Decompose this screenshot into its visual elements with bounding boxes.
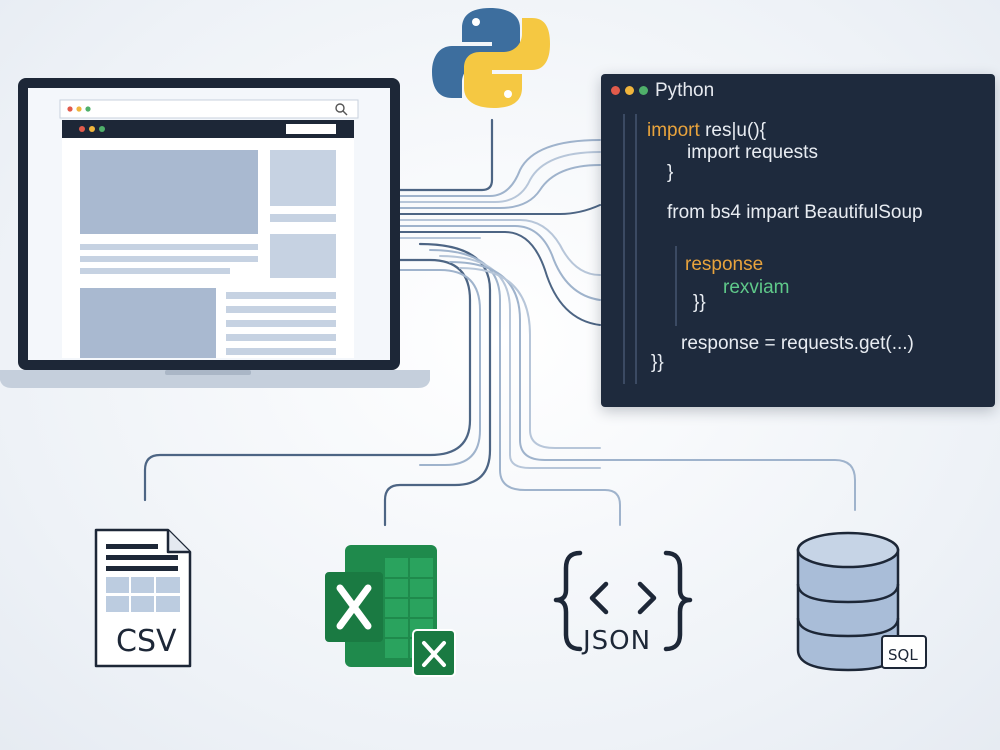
code-line: }} xyxy=(693,292,706,314)
code-token: }} xyxy=(693,292,706,313)
python-logo-icon xyxy=(432,8,550,108)
code-token: | xyxy=(731,120,737,141)
connector-lines xyxy=(143,118,856,527)
database-icon xyxy=(796,531,927,672)
code-token: import requests xyxy=(687,142,818,163)
json-label: JSON xyxy=(583,626,652,656)
code-window-titlebar: Python xyxy=(601,74,995,108)
json-braces-icon xyxy=(553,550,693,652)
code-token: } xyxy=(667,162,674,183)
code-line: }} xyxy=(651,352,664,374)
code-line: } xyxy=(667,162,673,184)
maximize-dot-icon[interactable] xyxy=(639,86,648,95)
code-line: response xyxy=(685,254,763,276)
code-token: response xyxy=(685,254,764,275)
csv-label: CSV xyxy=(116,624,177,659)
code-line: response = requests.get(...) xyxy=(681,333,914,355)
code-token: }} xyxy=(651,352,664,373)
code-token: from bs4 impart BeautifulSoup xyxy=(667,202,923,223)
code-token: res xyxy=(705,120,732,141)
code-line: import res|u(){ xyxy=(647,120,766,142)
code-token: rexviam xyxy=(723,277,790,298)
laptop-icon xyxy=(0,78,430,388)
code-line: import requests xyxy=(687,142,818,164)
code-indent-guide xyxy=(675,246,677,326)
sql-label: SQL xyxy=(888,646,918,664)
code-token: response = requests.get(...) xyxy=(681,333,914,354)
close-dot-icon[interactable] xyxy=(611,86,620,95)
code-window-title: Python xyxy=(655,80,715,101)
code-gutter-line xyxy=(635,114,637,384)
code-line: rexviam xyxy=(723,277,790,299)
csv-file-icon xyxy=(94,528,192,668)
code-token: u(){ xyxy=(736,120,766,141)
code-line: from bs4 impart BeautifulSoup xyxy=(667,202,923,224)
code-gutter-line xyxy=(623,114,625,384)
minimize-dot-icon[interactable] xyxy=(625,86,634,95)
python-code-window: Python import res|u(){ import requests }… xyxy=(601,74,995,407)
code-token: import xyxy=(647,120,706,141)
excel-spreadsheet-icon xyxy=(325,545,456,677)
